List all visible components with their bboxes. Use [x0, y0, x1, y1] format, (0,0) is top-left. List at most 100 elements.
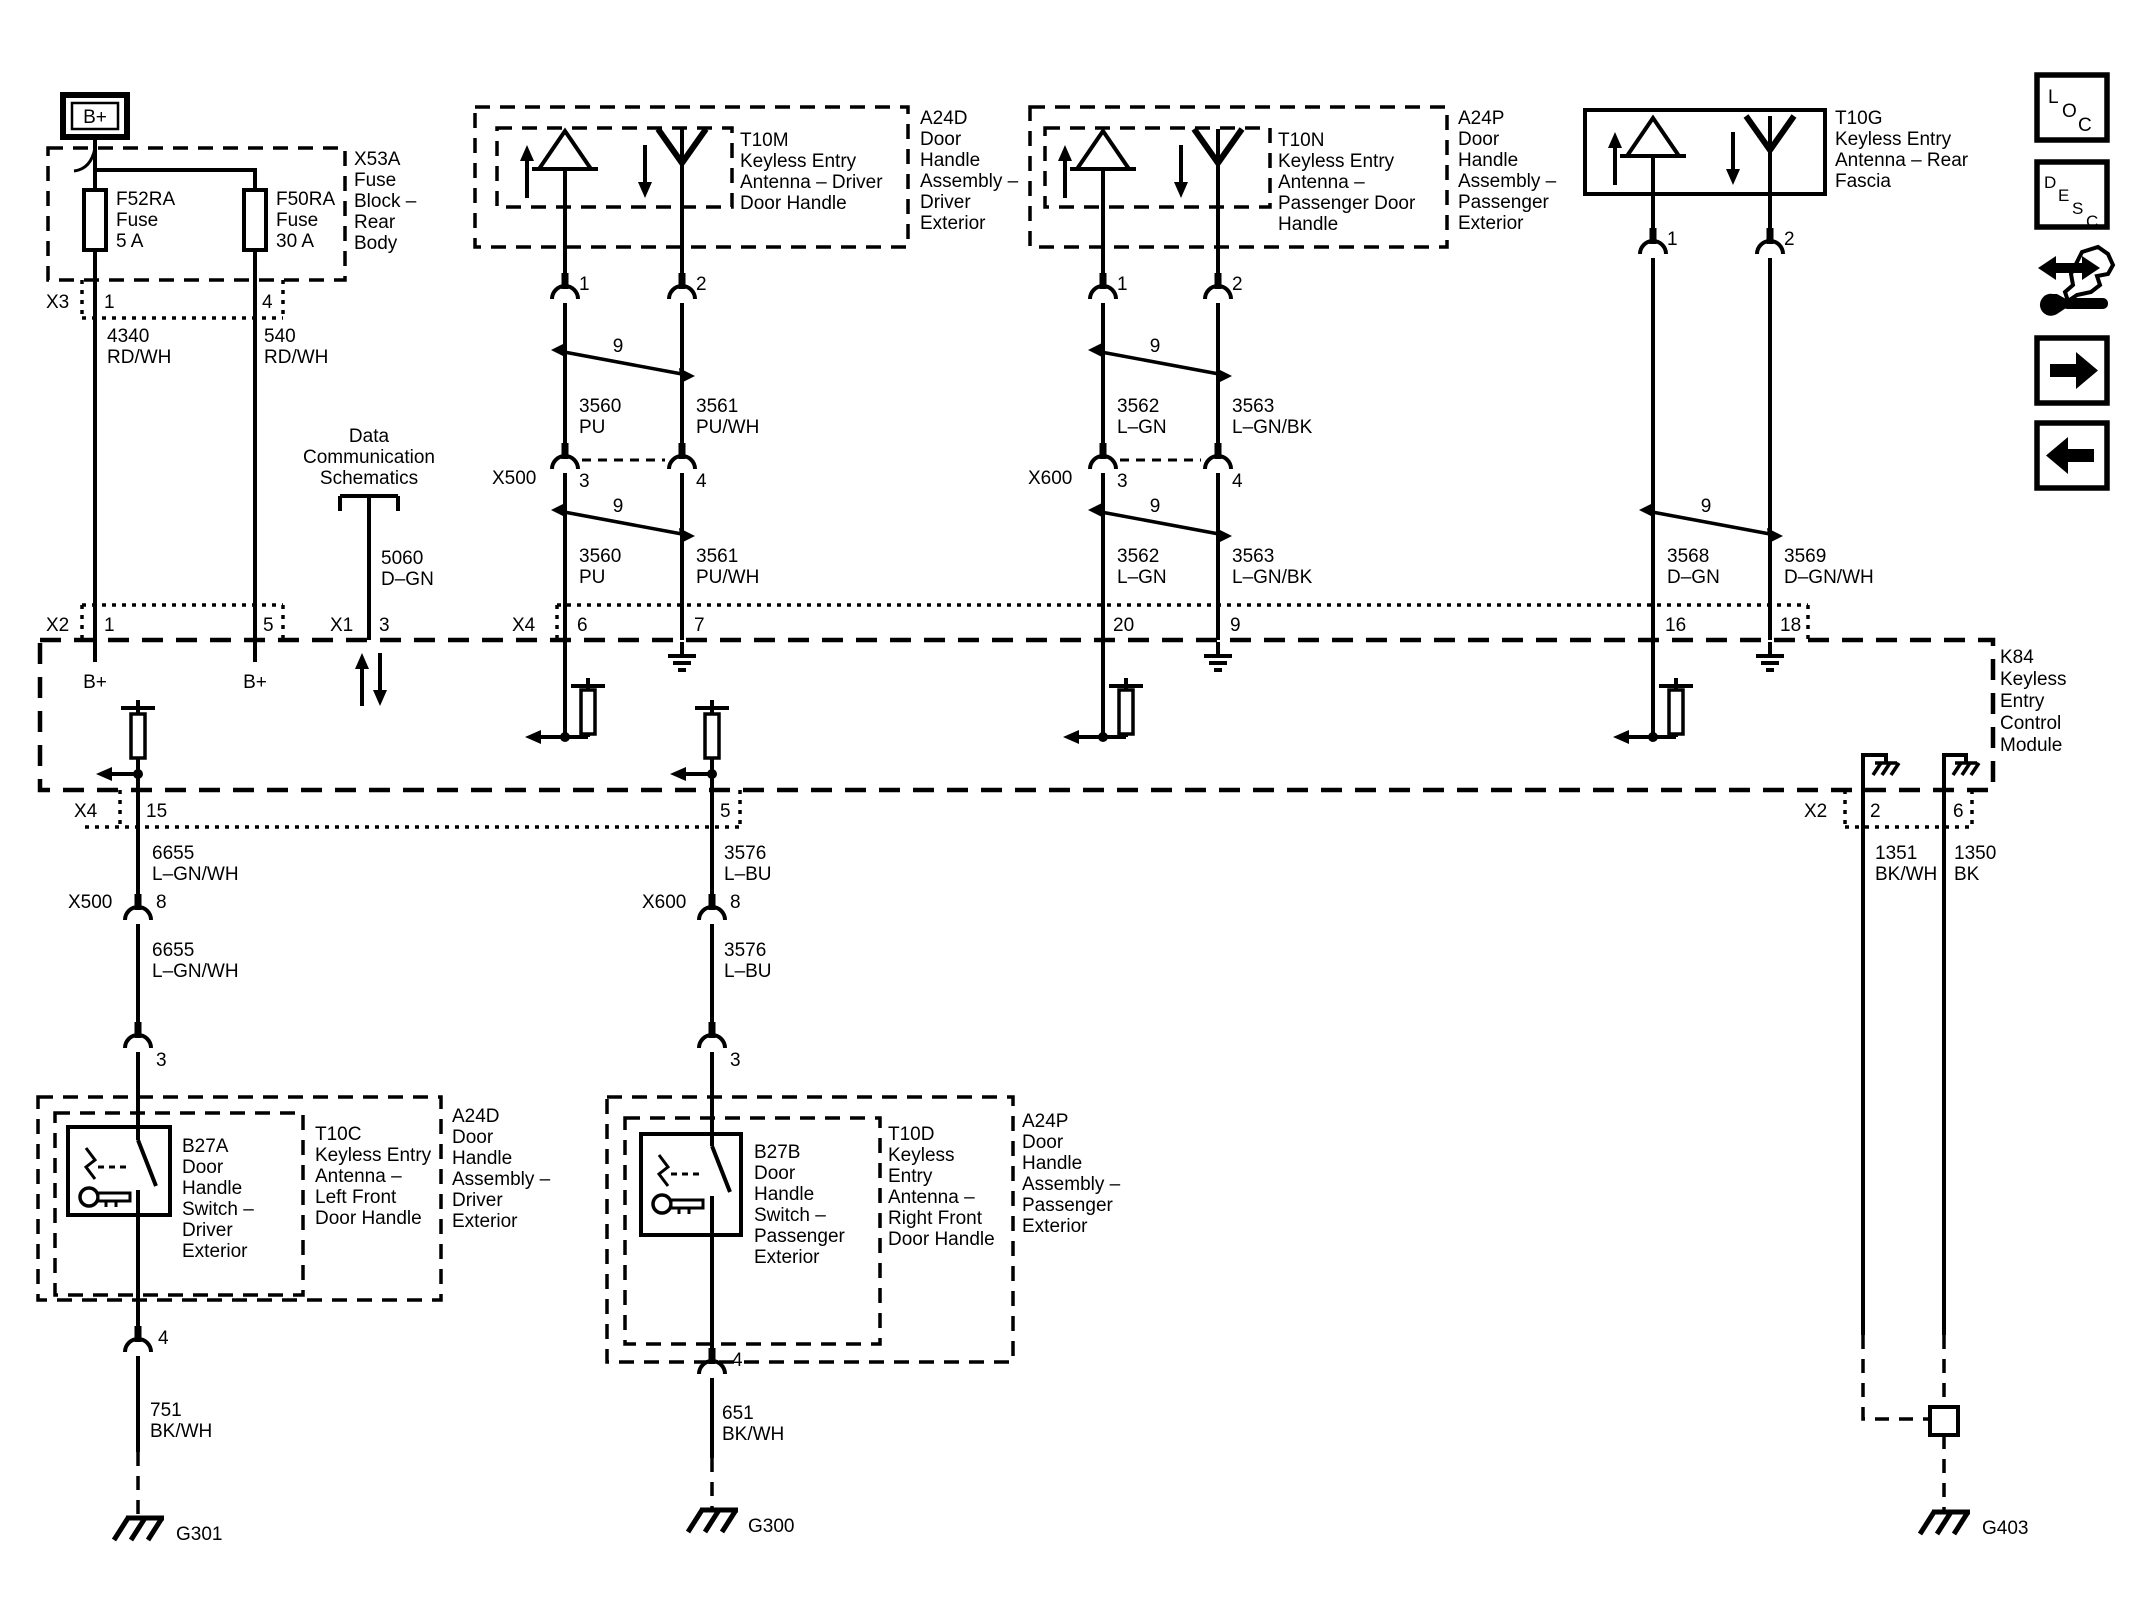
x2-pin6: 6 — [1953, 801, 1964, 822]
left-arrowhead — [525, 730, 541, 744]
x4-pin5: 5 — [720, 801, 731, 822]
wire-3576-circuit: 3576 — [724, 940, 766, 961]
bplus-stub-label: B+ — [83, 672, 107, 693]
resistor-icon — [579, 688, 597, 736]
transmit-antenna-icon — [1618, 116, 1688, 196]
wire-3562-circuit: 3562 — [1117, 396, 1159, 417]
ground-pin-wiring — [1861, 753, 1968, 790]
x3-label: X3 — [46, 292, 69, 313]
splice-icon — [1928, 1405, 1960, 1437]
t10g-pin1: 1 — [1667, 229, 1678, 250]
chassis-ground-icon — [1920, 1512, 1970, 1534]
wire-3560-circuit: 3560 — [579, 546, 621, 567]
repair-wrench-icon[interactable] — [2038, 244, 2116, 316]
t10g-antenna-box — [1583, 108, 1827, 196]
a24d-name: Door — [920, 129, 962, 150]
b27b-name: Switch – — [754, 1205, 826, 1226]
t10g-name: T10G — [1835, 108, 1883, 129]
t10n-pin1: 1 — [1117, 274, 1128, 295]
b27a-name: B27A — [182, 1136, 229, 1157]
battery-label: B+ — [83, 107, 107, 128]
wire-540-circuit: 540 — [264, 326, 296, 347]
chassis-ground-icon — [688, 1510, 738, 1532]
transmit-antenna-icon — [1068, 129, 1138, 209]
t10g-name: Keyless Entry — [1835, 129, 1952, 150]
receive-antenna-icon — [1194, 129, 1242, 207]
wire-3569-circuit: 3569 — [1784, 546, 1826, 567]
x500-pin3: 3 — [579, 471, 590, 492]
pin3-label: 3 — [730, 1050, 741, 1071]
k84-name: Module — [2000, 735, 2062, 756]
t10n-name: Passenger Door — [1278, 193, 1416, 214]
wire-3563-color: L–GN/BK — [1232, 417, 1313, 438]
antenna-drive-circuit — [1613, 678, 1693, 744]
x600-pin4: 4 — [1232, 471, 1243, 492]
prev-page-button[interactable] — [2034, 420, 2110, 491]
fuse-a-symbol — [82, 188, 108, 252]
wire-3562-color: L–GN — [1117, 567, 1167, 588]
data-up-arrow-icon — [353, 651, 371, 708]
x4-bottom-label: X4 — [74, 801, 98, 822]
x600-connector-icon — [697, 892, 727, 922]
t10g-name: Fascia — [1835, 171, 1891, 192]
battery-box-inner — [70, 101, 120, 131]
switch-sense-circuit — [96, 700, 155, 790]
x4-pin18: 18 — [1780, 615, 1801, 636]
b27b-name: Door — [754, 1163, 796, 1184]
fuse-block-name: X53A — [354, 149, 401, 170]
a24d-name: Assembly – — [920, 171, 1019, 192]
fuse-block-box — [46, 146, 347, 282]
wire-3569-color: D–GN/WH — [1784, 567, 1874, 588]
down-arrow-icon — [636, 143, 654, 200]
down-arrow-icon — [1172, 143, 1190, 200]
t10m-pin2: 2 — [696, 274, 707, 295]
next-page-button[interactable] — [2034, 335, 2110, 406]
wire-3560-color: PU — [579, 417, 605, 438]
wire-1350-circuit: 1350 — [1954, 843, 1996, 864]
a24d-switch-assembly-box — [36, 1095, 443, 1302]
x3-connector-strip — [80, 280, 285, 320]
a24p-name: A24P — [1022, 1111, 1068, 1132]
module-top-connector-strip — [80, 603, 1810, 640]
wire-6655-circuit: 6655 — [152, 940, 194, 961]
a24p-name: Handle — [1458, 150, 1518, 171]
t10n-name: T10N — [1278, 130, 1324, 151]
bplus-stubs — [93, 640, 257, 662]
wire-3561-circuit: 3561 — [696, 546, 738, 567]
desc-button-frame — [2034, 159, 2110, 230]
x4-pin6: 6 — [577, 615, 588, 636]
t10c-name: Keyless Entry — [315, 1145, 432, 1166]
wire-3560-color: PU — [579, 567, 605, 588]
loc-button[interactable]: L O C — [2034, 72, 2110, 143]
resistor-icon — [129, 712, 147, 760]
battery-feed-wire — [93, 137, 257, 190]
fuse-block-name: Rear — [354, 212, 396, 233]
fuse-a-label: F52RA — [116, 189, 175, 210]
x2-pin2: 2 — [1870, 801, 1881, 822]
data-comm-title: Data — [349, 426, 390, 447]
fuse-block-name: Body — [354, 233, 398, 254]
a24p-name: Exterior — [1458, 213, 1524, 234]
antenna-wires-lower — [1101, 473, 1220, 737]
pin4-label: 4 — [732, 1350, 743, 1371]
signal-ground-icon — [1202, 640, 1234, 672]
g301-label: G301 — [176, 1524, 222, 1545]
prev-page-frame — [2034, 420, 2110, 491]
resistor-icon — [703, 712, 721, 760]
wire-3561-color: PU/WH — [696, 417, 759, 438]
x4-pin20: 20 — [1113, 615, 1134, 636]
resistor-icon — [1117, 688, 1135, 736]
desc-button[interactable]: D E S C — [2034, 159, 2110, 231]
sense-circuit-wiring — [112, 700, 155, 790]
loc-letter-c: C — [2078, 115, 2092, 136]
a24d-name: Door — [452, 1127, 494, 1148]
junction-dot — [707, 769, 717, 779]
a24p-name: Passenger — [1022, 1195, 1114, 1216]
loc-letter-l: L — [2048, 87, 2059, 108]
fuse-a-label: Fuse — [116, 210, 158, 231]
loc-button-frame — [2034, 72, 2110, 143]
t10c-name: Antenna – — [315, 1166, 402, 1187]
a24p-name: Assembly – — [1458, 171, 1557, 192]
wire-3560-circuit: 3560 — [579, 396, 621, 417]
